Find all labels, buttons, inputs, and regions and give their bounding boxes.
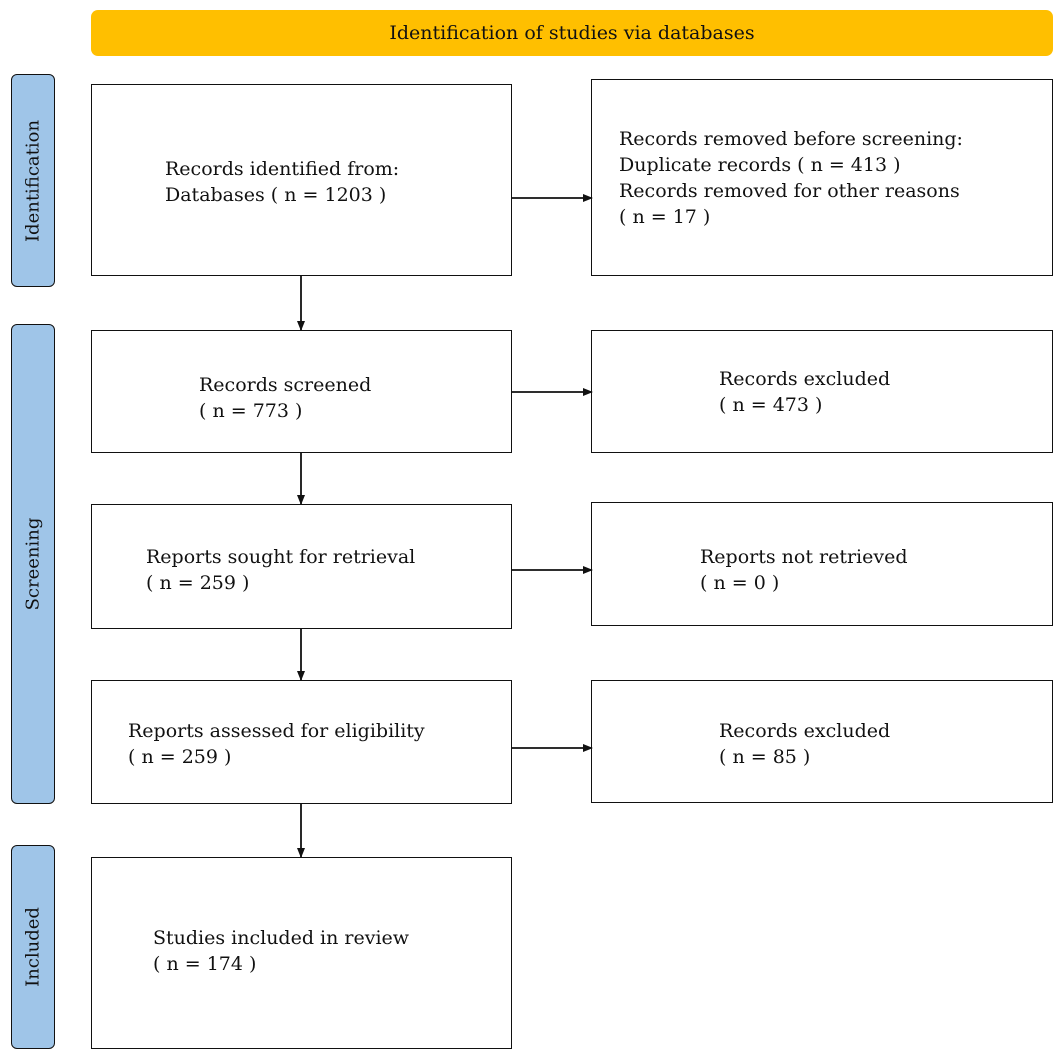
box-records-identified: Records identified from: Databases ( n =…	[91, 84, 512, 276]
reports-not-retrieved-line2: ( n = 0 )	[700, 572, 780, 594]
box-reports-not-retrieved: Reports not retrieved ( n = 0 )	[591, 502, 1053, 626]
reports-not-retrieved-line1: Reports not retrieved	[700, 546, 908, 568]
records-identified-line1: Records identified from:	[165, 158, 400, 180]
records-removed-line2: Duplicate records ( n = 413 )	[619, 154, 901, 176]
records-removed-line1: Records removed before screening:	[619, 128, 963, 150]
reports-assessed-line1: Reports assessed for eligibility	[128, 720, 425, 742]
studies-included-line1: Studies included in review	[153, 927, 410, 949]
header-title: Identification of studies via databases	[389, 22, 755, 44]
header-banner: Identification of studies via databases	[91, 10, 1053, 56]
phase-identification: Identification	[11, 74, 55, 287]
reports-sought-line2: ( n = 259 )	[146, 572, 250, 594]
phase-included: Included	[11, 845, 55, 1049]
box-records-screened: Records screened ( n = 773 )	[91, 330, 512, 453]
records-removed-line4: ( n = 17 )	[619, 206, 711, 228]
phase-screening: Screening	[11, 324, 55, 804]
studies-included-line2: ( n = 174 )	[153, 953, 257, 975]
box-studies-included: Studies included in review ( n = 174 )	[91, 857, 512, 1049]
box-reports-sought: Reports sought for retrieval ( n = 259 )	[91, 504, 512, 629]
records-screened-line2: ( n = 773 )	[199, 400, 303, 422]
records-excluded-1-line2: ( n = 473 )	[719, 394, 823, 416]
records-excluded-2-line1: Records excluded	[719, 720, 891, 742]
records-removed-line3: Records removed for other reasons	[619, 180, 960, 202]
reports-sought-line1: Reports sought for retrieval	[146, 546, 416, 568]
box-records-excluded-2: Records excluded ( n = 85 )	[591, 680, 1053, 803]
records-excluded-1-line1: Records excluded	[719, 368, 891, 390]
box-records-removed: Records removed before screening: Duplic…	[591, 79, 1053, 276]
records-excluded-2-line2: ( n = 85 )	[719, 746, 811, 768]
records-identified-line2: Databases ( n = 1203 )	[165, 184, 387, 206]
reports-assessed-line2: ( n = 259 )	[128, 746, 232, 768]
box-records-excluded-1: Records excluded ( n = 473 )	[591, 330, 1053, 453]
records-screened-line1: Records screened	[199, 374, 372, 396]
